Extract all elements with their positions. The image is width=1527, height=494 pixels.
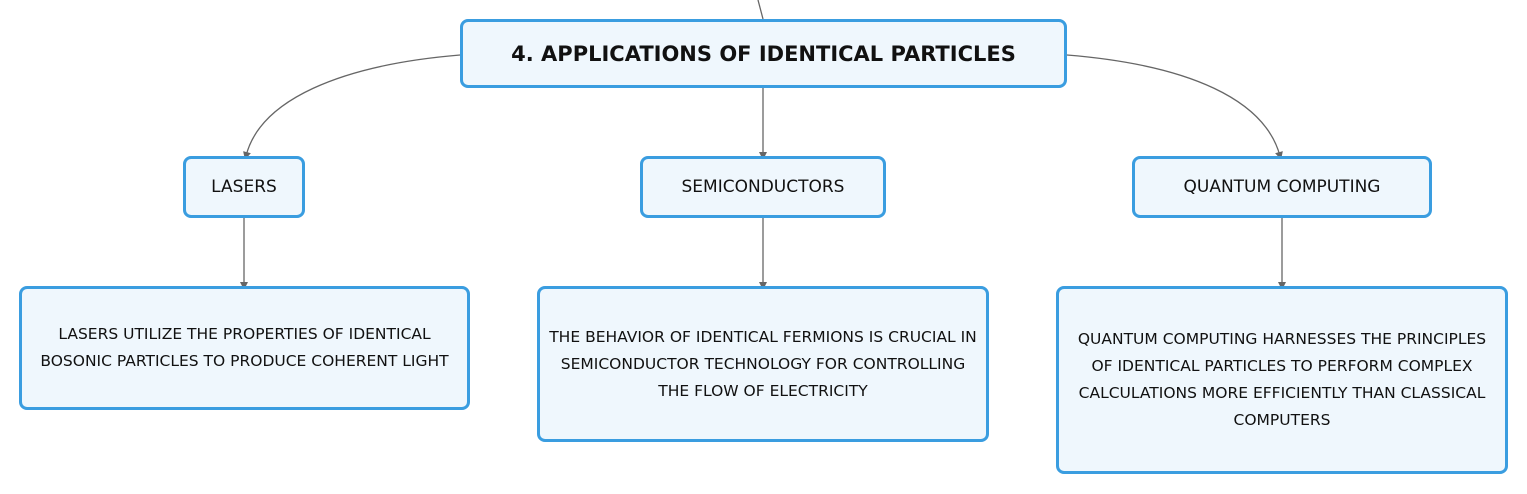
- connector-root-lasers: [243, 54, 461, 160]
- connector-incoming: [757, 0, 764, 20]
- detail-node-text: LASERS UTILIZE THE PROPERTIES OF IDENTIC…: [40, 325, 449, 370]
- detail-node-text: THE BEHAVIOR OF IDENTICAL FERMIONS IS CR…: [549, 327, 977, 400]
- topic-node-label: SEMICONDUCTORS: [681, 177, 845, 197]
- topic-node-semiconductors[interactable]: SEMICONDUCTORS: [640, 156, 886, 218]
- detail-node-text: QUANTUM COMPUTING HARNESSES THE PRINCIPL…: [1077, 330, 1487, 429]
- topic-node-lasers[interactable]: LASERS: [183, 156, 305, 218]
- detail-node-quantum-computing[interactable]: QUANTUM COMPUTING HARNESSES THE PRINCIPL…: [1056, 286, 1508, 474]
- detail-node-lasers[interactable]: LASERS UTILIZE THE PROPERTIES OF IDENTIC…: [19, 286, 470, 410]
- detail-node-semiconductors[interactable]: THE BEHAVIOR OF IDENTICAL FERMIONS IS CR…: [537, 286, 989, 442]
- root-node[interactable]: 4. APPLICATIONS OF IDENTICAL PARTICLES: [460, 19, 1067, 88]
- root-node-title: 4. APPLICATIONS OF IDENTICAL PARTICLES: [511, 41, 1016, 66]
- connector-root-quantum: [1066, 54, 1283, 160]
- topic-node-quantum-computing[interactable]: QUANTUM COMPUTING: [1132, 156, 1432, 218]
- topic-node-label: LASERS: [211, 177, 277, 197]
- topic-node-label: QUANTUM COMPUTING: [1183, 177, 1381, 197]
